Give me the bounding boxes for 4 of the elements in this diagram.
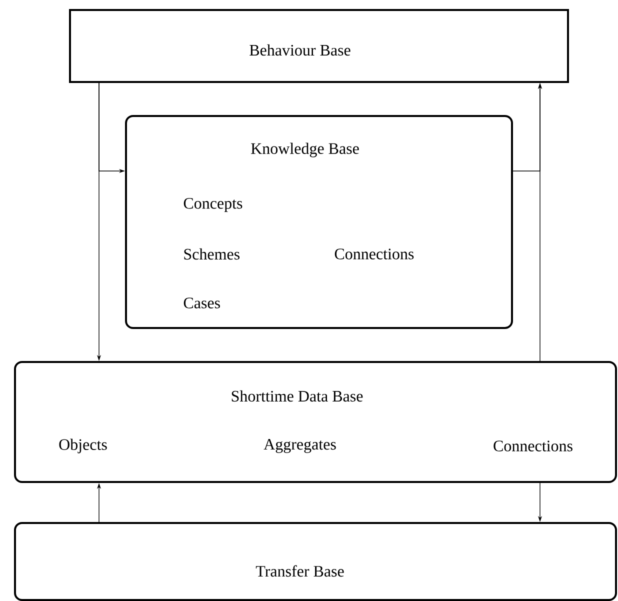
base-box: Behaviour Base	[69, 9, 569, 83]
base-box: Knowledge Base Concepts Schemes Connections Cases	[125, 115, 513, 329]
base-box: Transfer Base	[14, 522, 617, 601]
base-box: Shorttime Data Base Objects Aggregates Connections	[14, 361, 617, 483]
